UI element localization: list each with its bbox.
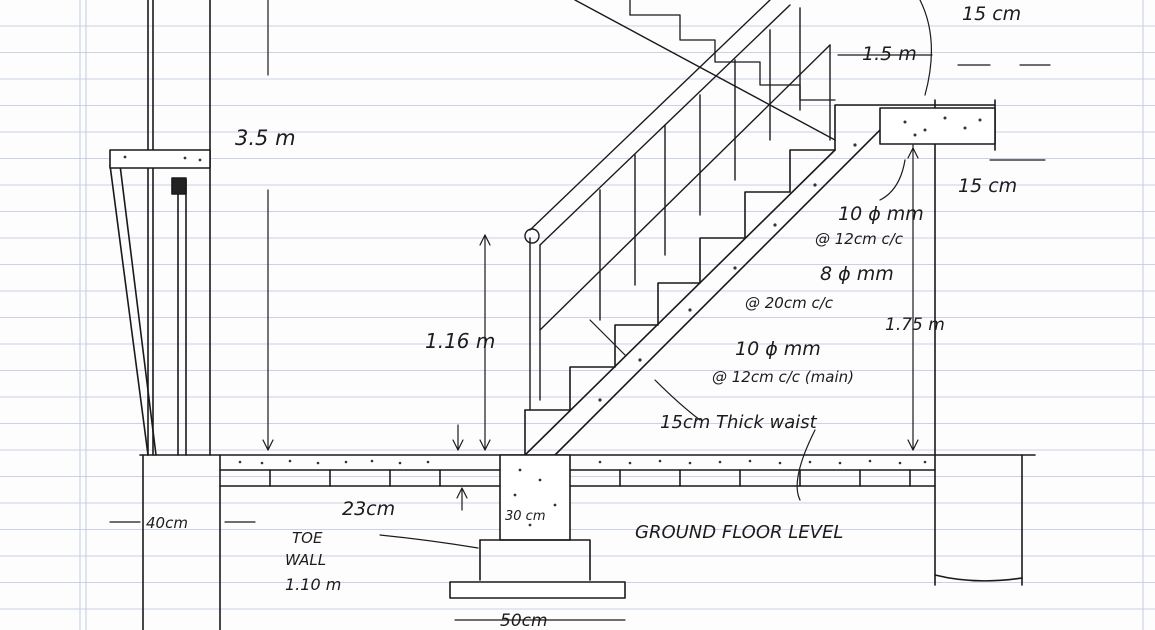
label-toe-wall-line1: TOE [292, 529, 323, 547]
label-footing-width: 50cm [500, 611, 548, 630]
label-rebar-2-spacing: @ 20cm c/c [745, 294, 834, 312]
label-waist: 15cm Thick waist [660, 412, 818, 433]
margin-lines [79, 0, 1144, 630]
height-dimension-line [262, 0, 274, 451]
label-toe-wall-line3: 1.10 m [285, 575, 341, 594]
label-rebar-1-spacing: @ 12cm c/c [815, 230, 904, 248]
label-rebar-2: 8 ϕ mm [820, 263, 894, 285]
label-toe-wall-line2: WALL [285, 551, 326, 569]
label-wall-width: 40cm [146, 514, 188, 532]
label-top-landing-thickness: 15 cm [962, 3, 1021, 25]
label-bottom-landing-thickness: 15 cm [958, 175, 1017, 197]
ground-floor-slab [139, 454, 1036, 487]
label-railing-height: 1.16 m [425, 329, 495, 353]
concrete-hatching [123, 116, 982, 527]
label-rebar-main-spacing: @ 12cm c/c (main) [712, 368, 854, 386]
label-rebar-main: 10 ϕ mm [735, 338, 821, 360]
toe-wall [449, 454, 626, 599]
dimension-arrows [109, 0, 1051, 621]
label-toe-wall-section: 30 cm [505, 509, 546, 524]
right-wall [934, 99, 1023, 586]
label-flight-height: 1.75 m [885, 315, 945, 335]
label-toe-wall-depth: 23cm [342, 498, 395, 520]
upper-flight [629, 0, 836, 101]
top-landing [879, 107, 996, 145]
left-wall [109, 0, 221, 630]
railing [524, 0, 836, 411]
label-rebar-1: 10 ϕ mm [838, 203, 924, 225]
label-ground-floor-level: GROUND FLOOR LEVEL [635, 522, 843, 543]
label-landing-width: 1.5 m [862, 43, 917, 65]
label-total-height: 3.5 m [235, 126, 296, 150]
stair-steps [524, 104, 996, 456]
